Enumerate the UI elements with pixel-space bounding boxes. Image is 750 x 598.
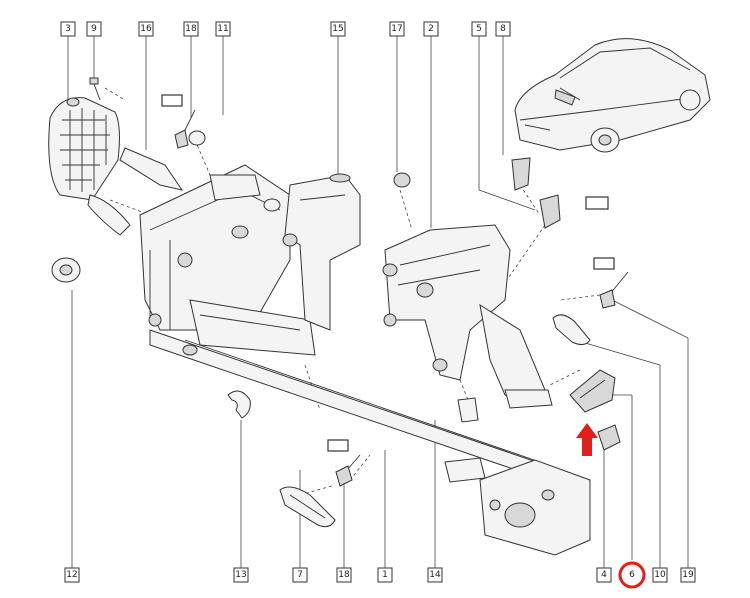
highlight-label: 6 [629, 570, 635, 580]
callout-c3: 3 [60, 21, 76, 37]
callout-c15: 15 [330, 21, 346, 37]
switch-part-5 [539, 194, 561, 229]
callout-c10: 10 [652, 567, 668, 583]
callout-c14: 14 [427, 567, 443, 583]
callout-c11: 11 [215, 21, 231, 37]
callout-number: 14 [429, 570, 441, 580]
switch-part-4 [597, 424, 621, 451]
callout-c4: 4 [596, 567, 612, 583]
pin-part-18-top [174, 109, 196, 149]
pedal-pad-part-7 [279, 486, 336, 528]
switch-part-8 [511, 157, 531, 191]
lower-mounting-plate [444, 457, 591, 556]
callout-number: 19 [682, 570, 694, 580]
callout-number: 13 [235, 570, 246, 580]
callout-number: 7 [297, 570, 303, 580]
callout-c5: 5 [471, 21, 487, 37]
callout-number: 3 [65, 24, 71, 34]
pedal-pad-part-10 [552, 314, 591, 346]
highlighted-callout: 6 [618, 561, 646, 589]
callout-c2: 2 [423, 21, 439, 37]
sensor-part-6 [569, 369, 616, 413]
callout-number: 1 [382, 570, 388, 580]
pedal-part-15 [282, 173, 361, 331]
callout-c19: 19 [680, 567, 696, 583]
bolt-part-9 [89, 77, 101, 101]
callout-c18a: 18 [183, 21, 199, 37]
red-up-arrow-icon [576, 423, 598, 456]
callout-c17: 17 [389, 21, 405, 37]
pin-part-18-bottom [335, 454, 361, 487]
highlight-circle [618, 561, 646, 589]
callout-number: 17 [391, 24, 402, 34]
callout-c8: 8 [495, 21, 511, 37]
pedal-box-housing [48, 97, 120, 201]
callout-number: 4 [601, 570, 607, 580]
callout-c9: 9 [86, 21, 102, 37]
callout-number: 11 [217, 24, 228, 34]
leader-lines [67, 36, 689, 568]
callout-number: 2 [428, 24, 434, 34]
bushing-part-11 [188, 130, 206, 146]
callout-number: 18 [338, 570, 350, 580]
callout-number: 5 [476, 24, 482, 34]
pedal-part-2 [382, 224, 553, 409]
callout-number: 15 [332, 24, 343, 34]
callout-c18b: 18 [336, 567, 352, 583]
clip-part-13 [227, 390, 251, 419]
left-pedal-bracket [87, 147, 316, 356]
callout-c7: 7 [292, 567, 308, 583]
callout-number: 18 [185, 24, 197, 34]
callout-number: 12 [66, 570, 77, 580]
torque-symbol-icons [161, 94, 615, 452]
callout-labels: 3 9 16 18 11 15 17 2 5 8 12 13 7 18 1 14 4 10 19 [60, 21, 696, 583]
callout-c16: 16 [138, 21, 154, 37]
callout-number: 8 [500, 24, 506, 34]
clip-part-12 [51, 257, 81, 283]
callout-number: 16 [140, 24, 152, 34]
car-illustration [514, 38, 711, 153]
callout-c13: 13 [233, 567, 249, 583]
callout-number: 10 [654, 570, 666, 580]
callout-c12: 12 [64, 567, 80, 583]
bushing-part-17 [393, 172, 411, 188]
spacer-part-14 [457, 397, 479, 423]
pin-part-19 [599, 271, 629, 309]
callout-c1: 1 [377, 567, 393, 583]
callout-number: 9 [91, 24, 97, 34]
